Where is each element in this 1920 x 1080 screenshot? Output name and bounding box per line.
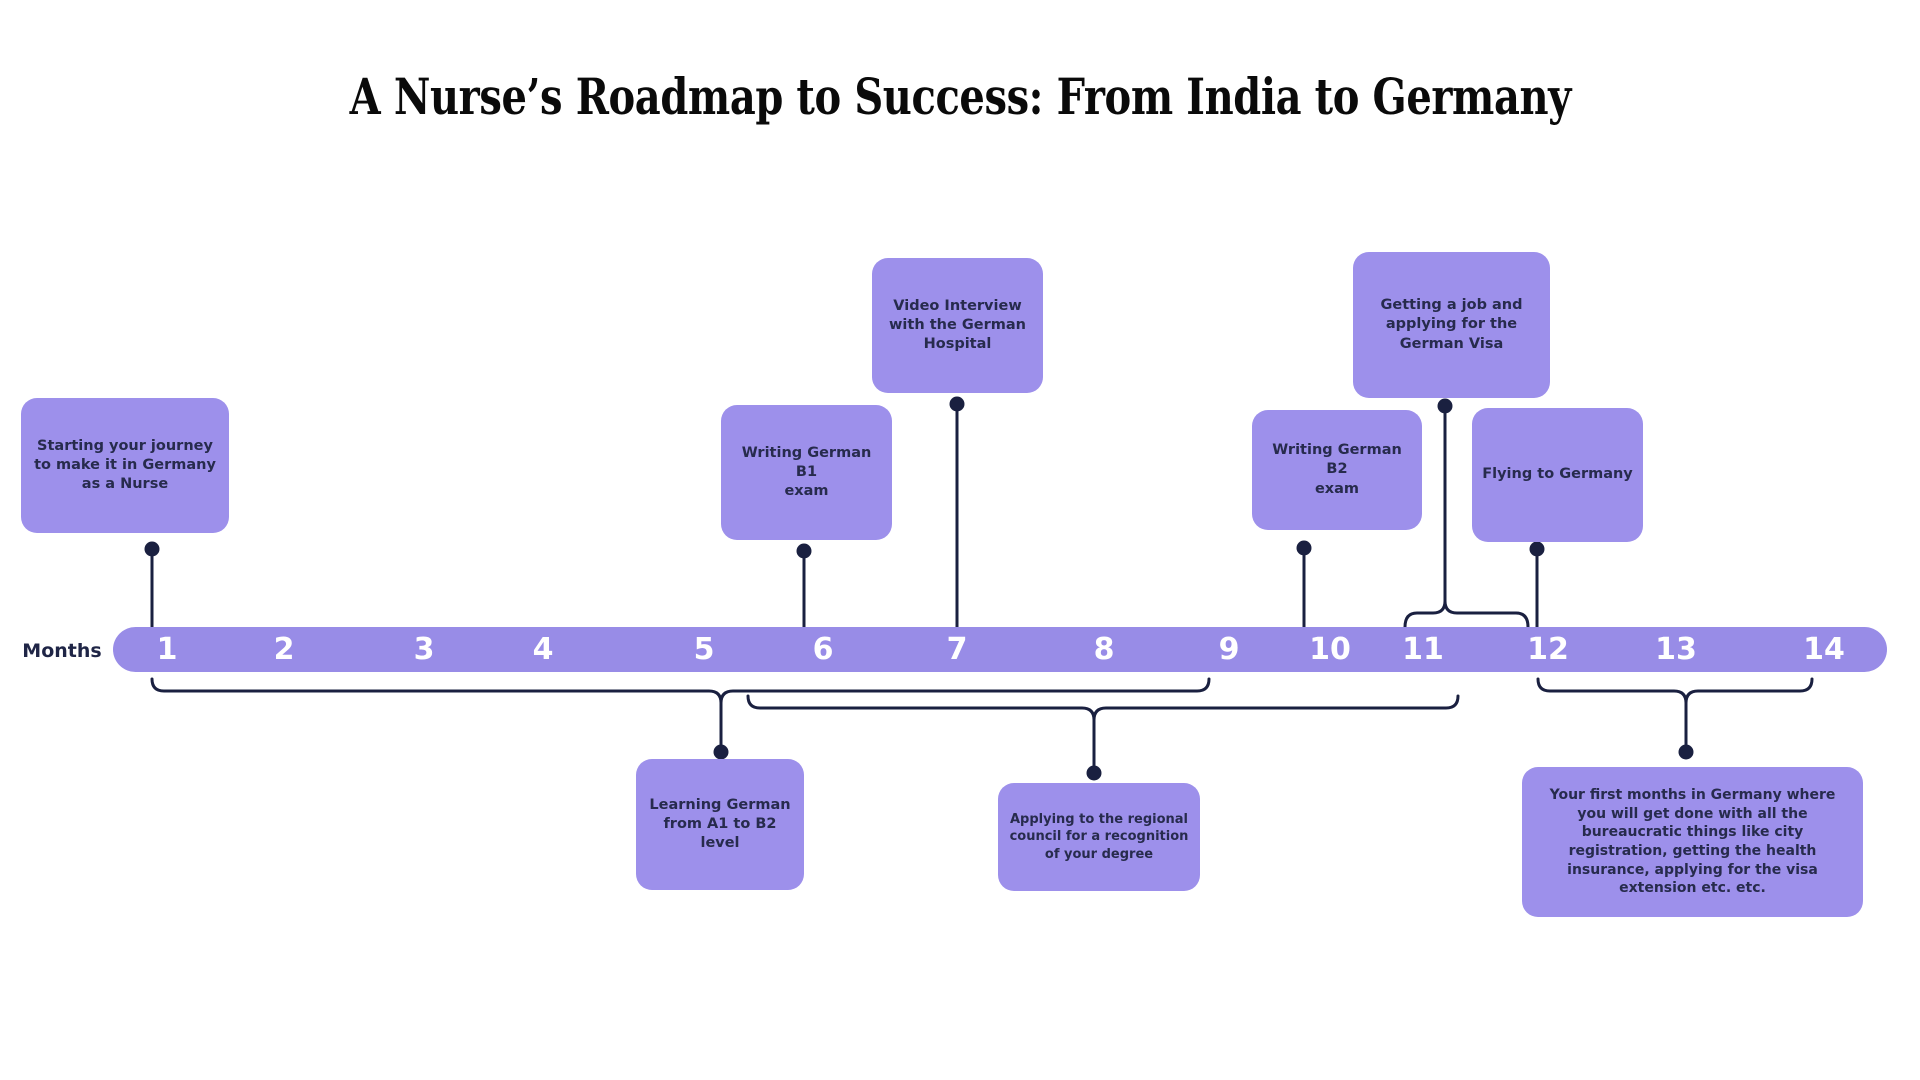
brace-learning-german [150,677,1211,747]
timeline-bar: 1 2 3 4 5 6 7 8 9 10 11 12 13 14 [113,627,1887,672]
months-axis-label: Months [22,640,102,662]
event-card-starting-journey: Starting your journey to make it in Germ… [21,398,229,533]
event-card-learning-german: Learning German from A1 to B2 level [636,759,804,890]
dot-starting-journey [144,541,160,557]
month-tick-10: 10 [1309,632,1351,667]
event-card-video-interview: Video Interview with the German Hospital [872,258,1043,393]
dot-writing-b2 [1296,540,1312,556]
month-tick-8: 8 [1093,632,1115,667]
brace-applying-council [746,694,1460,768]
month-tick-1: 1 [156,632,178,667]
brace-getting-job-visa [1403,599,1530,629]
month-tick-2: 2 [273,632,295,667]
event-card-writing-b2-exam: Writing German B2 exam [1252,410,1422,530]
month-tick-3: 3 [413,632,435,667]
dot-learning-german [713,744,729,760]
dot-first-months [1678,744,1694,760]
month-tick-13: 13 [1655,632,1697,667]
month-tick-14: 14 [1803,632,1845,667]
event-card-first-months-germany: Your first months in Germany where you w… [1522,767,1863,917]
month-tick-5: 5 [693,632,715,667]
dot-applying-council [1086,765,1102,781]
event-card-applying-council: Applying to the regional council for a r… [998,783,1200,891]
brace-first-months [1536,677,1814,747]
page-title: A Nurse’s Roadmap to Success: From India… [0,72,1920,122]
dot-writing-b1 [796,543,812,559]
month-tick-7: 7 [946,632,968,667]
month-tick-9: 9 [1218,632,1240,667]
event-card-writing-b1-exam: Writing German B1 exam [721,405,892,540]
dot-video-interview [949,396,965,412]
dot-flying-germany [1529,541,1545,557]
page-title-text: A Nurse’s Roadmap to Success: From India… [349,67,1571,126]
month-tick-6: 6 [812,632,834,667]
dot-getting-job-visa [1437,398,1453,414]
month-tick-11: 11 [1402,632,1444,667]
month-tick-4: 4 [532,632,554,667]
event-card-getting-job-visa: Getting a job and applying for the Germa… [1353,252,1550,398]
event-card-flying-to-germany: Flying to Germany [1472,408,1643,542]
month-tick-12: 12 [1527,632,1569,667]
